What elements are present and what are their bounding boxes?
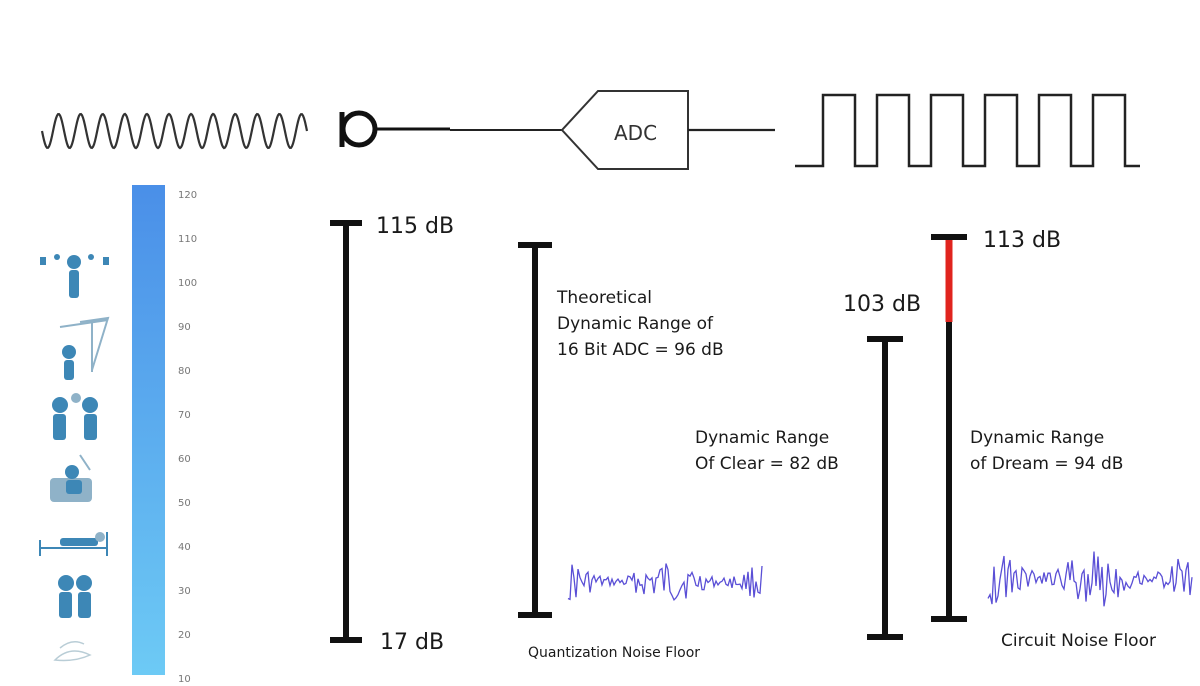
loudness-scale-bar — [132, 185, 165, 675]
scale-tick: 80 — [178, 366, 191, 377]
scale-tick: 110 — [178, 234, 198, 245]
two-people-talking-icon — [52, 393, 98, 440]
scale-tick: 90 — [178, 322, 191, 333]
circuit-noise-waveform — [987, 551, 1193, 607]
square-wave — [795, 93, 1140, 168]
input-range-bar — [330, 220, 362, 643]
scale-tick: 40 — [178, 542, 191, 553]
leaves-icon — [53, 641, 92, 662]
sine-wave — [40, 112, 309, 150]
input-top-label: 115 dB — [376, 214, 455, 239]
adc-label: ADC — [614, 121, 658, 145]
theoretical-range-label: Theoretical Dynamic Range of 16 Bit ADC … — [557, 288, 724, 360]
two-people-whispering-icon — [58, 575, 92, 618]
scale-tick: 70 — [178, 410, 191, 421]
quantization-noise-label: Quantization Noise Floor — [528, 645, 701, 661]
input-bottom-label: 17 dB — [380, 630, 445, 655]
scale-tick: 20 — [178, 630, 191, 641]
scale-tick: 60 — [178, 454, 191, 465]
dream-top-label: 113 dB — [983, 228, 1062, 253]
clear-range-label: Dynamic Range Of Clear = 82 dB — [695, 428, 839, 474]
microphone-icon — [339, 110, 450, 148]
circuit-noise-label: Circuit Noise Floor — [1001, 631, 1156, 651]
dream-range-bar — [931, 234, 967, 622]
scale-tick: 30 — [178, 586, 191, 597]
clear-top-label: 103 dB — [843, 292, 922, 317]
person-in-bed-icon — [39, 532, 108, 556]
dream-range-label: Dynamic Range of Dream = 94 dB — [970, 428, 1124, 474]
person-in-armchair-icon — [50, 454, 92, 502]
scale-tick: 120 — [178, 190, 198, 201]
clear-range-bar — [867, 336, 903, 640]
construction-crane-person-icon — [59, 316, 110, 380]
quantization-noise-waveform — [567, 563, 763, 602]
theoretical-range-bar — [518, 242, 552, 618]
scale-tick: 10 — [178, 674, 191, 685]
loud-speakers-person-icon — [40, 254, 109, 298]
scale-tick: 100 — [178, 278, 198, 289]
scale-tick: 50 — [178, 498, 191, 509]
